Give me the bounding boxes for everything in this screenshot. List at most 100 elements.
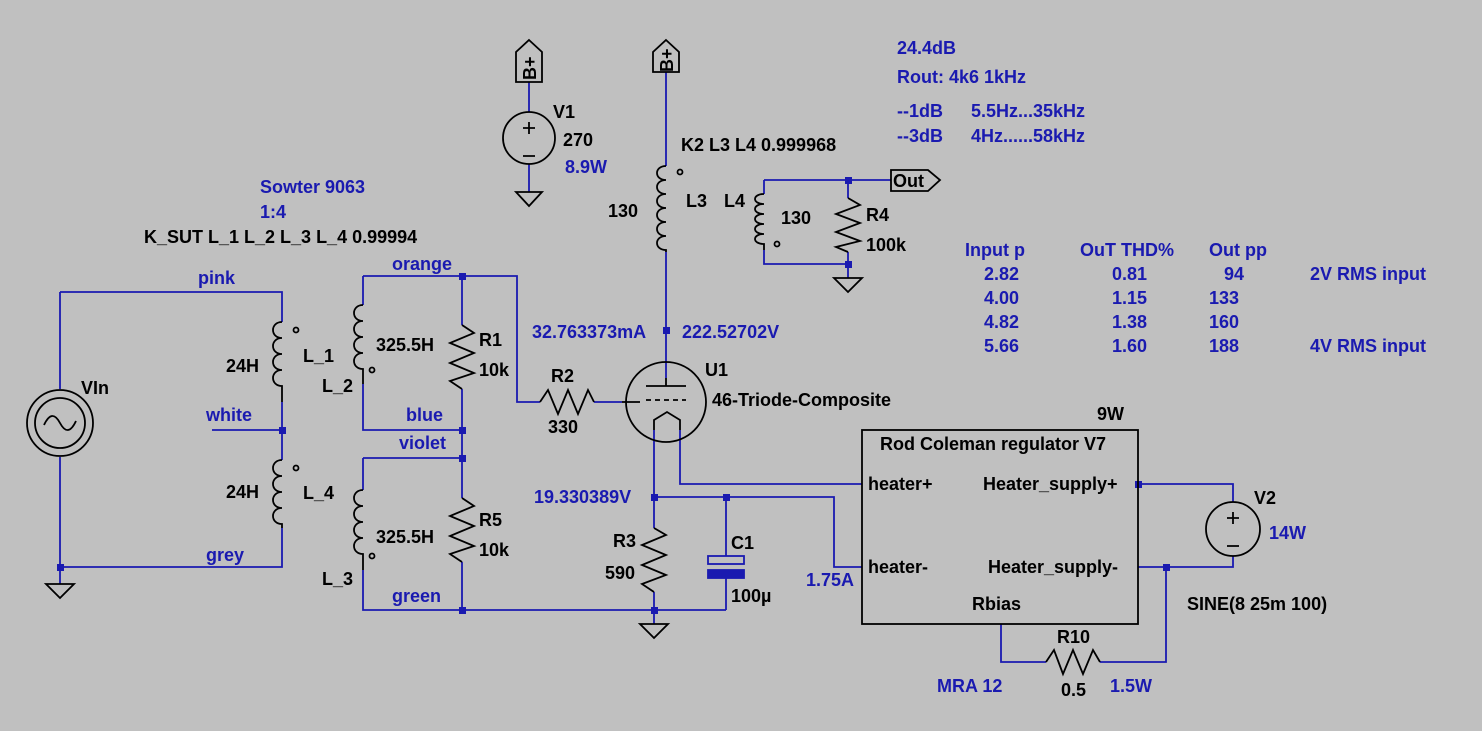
thd-row-out: 188 — [1209, 336, 1239, 356]
pin-supply-minus: Heater_supply- — [988, 557, 1118, 577]
thd-row-input: 2.82 — [984, 264, 1019, 284]
l3-name: L3 — [686, 191, 707, 211]
thd-table: Input p OuT THD% Out pp 2.82 0.81 94 2V … — [965, 240, 1426, 356]
r4-value: 100k — [866, 235, 907, 255]
l3b-name: L_3 — [322, 569, 353, 589]
thd-row-input: 5.66 — [984, 336, 1019, 356]
thd-header-input: Input p — [965, 240, 1025, 260]
thd-header-thd: OuT THD% — [1080, 240, 1174, 260]
inductor-l2 — [353, 304, 376, 384]
notes: 24.4dB Rout: 4k6 1kHz --1dB 5.5Hz...35kH… — [144, 38, 1085, 247]
capacitor-c1 — [707, 555, 745, 579]
inductor-l1 — [272, 321, 300, 402]
wire-label-white: white — [205, 405, 252, 425]
out-port-label: Out — [893, 171, 924, 191]
u1-model: 46-Triode-Composite — [712, 390, 891, 410]
v1-power: 8.9W — [565, 157, 607, 177]
bw1-range: 5.5Hz...35kHz — [971, 101, 1085, 121]
r10-name: R10 — [1057, 627, 1090, 647]
l1-name: L_1 — [303, 346, 334, 366]
triode-u1 — [622, 361, 707, 443]
v1-name: V1 — [553, 102, 575, 122]
thd-row-thd: 1.15 — [1112, 288, 1147, 308]
c1-name: C1 — [731, 533, 754, 553]
wires — [59, 72, 1234, 663]
sowter-note: Sowter 9063 — [260, 177, 365, 197]
bplus-flag-2-label: B+ — [657, 48, 677, 72]
r10-value: 0.5 — [1061, 680, 1086, 700]
coupling-k2: K2 L3 L4 0.999968 — [681, 135, 836, 155]
inductor-l4 — [754, 193, 781, 250]
thd-row-out: 94 — [1224, 264, 1244, 284]
vin-sine-source — [26, 389, 94, 457]
out-port-flag: Out — [890, 169, 942, 192]
regulator-power: 9W — [1097, 404, 1124, 424]
v2-name: V2 — [1254, 488, 1276, 508]
regulator-block — [861, 429, 1139, 625]
bplus-flag-1: B+ — [515, 38, 543, 83]
thd-row-thd: 1.60 — [1112, 336, 1147, 356]
l3b-value: 325.5H — [376, 527, 434, 547]
ratio-note: 1:4 — [260, 202, 286, 222]
l4b-value: 24H — [226, 482, 259, 502]
resistor-r4 — [833, 197, 864, 253]
vin-name: VIn — [81, 378, 109, 398]
r3-name: R3 — [613, 531, 636, 551]
r3-value: 590 — [605, 563, 635, 583]
rout-note: Rout: 4k6 1kHz — [897, 67, 1026, 87]
heater-current: 1.75A — [806, 570, 854, 590]
wire-label-blue: blue — [406, 405, 443, 425]
r5-value: 10k — [479, 540, 510, 560]
l1-value: 24H — [226, 356, 259, 376]
l3-value: 130 — [608, 201, 638, 221]
bw1-label: --1dB — [897, 101, 943, 121]
wire-label-pink: pink — [198, 268, 236, 288]
r1-value: 10k — [479, 360, 510, 380]
wire-label-grey: grey — [206, 545, 244, 565]
cathode-voltage: 19.330389V — [534, 487, 631, 507]
r4-name: R4 — [866, 205, 889, 225]
l4-value: 130 — [781, 208, 811, 228]
l2-value: 325.5H — [376, 335, 434, 355]
pin-heater-plus: heater+ — [868, 474, 933, 494]
thd-row-thd: 0.81 — [1112, 264, 1147, 284]
v1-voltage-source — [502, 111, 556, 165]
bw3-label: --3dB — [897, 126, 943, 146]
l4b-name: L_4 — [303, 483, 334, 503]
u1-name: U1 — [705, 360, 728, 380]
component-labels: V1 270 8.9W 130 L3 L4 130 R4 100k VIn 24… — [81, 102, 1327, 700]
plate-voltage: 222.52702V — [682, 322, 779, 342]
wire-label-violet: violet — [399, 433, 446, 453]
r2-name: R2 — [551, 366, 574, 386]
thd-row-out: 133 — [1209, 288, 1239, 308]
inductor-l3b — [353, 489, 376, 570]
ground-symbols — [43, 191, 865, 640]
pin-rbias: Rbias — [972, 594, 1021, 614]
resistor-r5 — [447, 497, 477, 563]
v1-value: 270 — [563, 130, 593, 150]
regulator-title: Rod Coleman regulator V7 — [880, 434, 1106, 454]
thd-row-input: 4.00 — [984, 288, 1019, 308]
bw3-range: 4Hz......58kHz — [971, 126, 1085, 146]
bplus-flag-1-label: B+ — [520, 56, 540, 80]
thd-row-input: 4.82 — [984, 312, 1019, 332]
v2-power: 14W — [1269, 523, 1306, 543]
r5-name: R5 — [479, 510, 502, 530]
bplus-flag-2: B+ — [652, 38, 680, 73]
wire-labels: pink white grey orange blue violet green — [198, 254, 452, 606]
r10-model: MRA 12 — [937, 676, 1002, 696]
resistor-r2 — [539, 387, 595, 417]
r2-value: 330 — [548, 417, 578, 437]
r1-name: R1 — [479, 330, 502, 350]
pin-supply-plus: Heater_supply+ — [983, 474, 1118, 494]
wire-label-green: green — [392, 586, 441, 606]
v2-voltage-source — [1205, 501, 1261, 557]
inductor-l3 — [656, 165, 684, 252]
thd-row-out: 160 — [1209, 312, 1239, 332]
inductor-l4b — [272, 459, 300, 528]
coupling-ksut: K_SUT L_1 L_2 L_3 L_4 0.99994 — [144, 227, 417, 247]
thd-header-out: Out pp — [1209, 240, 1267, 260]
operating-point-labels: 32.763373mA 222.52702V 19.330389V 1.75A — [532, 322, 854, 590]
